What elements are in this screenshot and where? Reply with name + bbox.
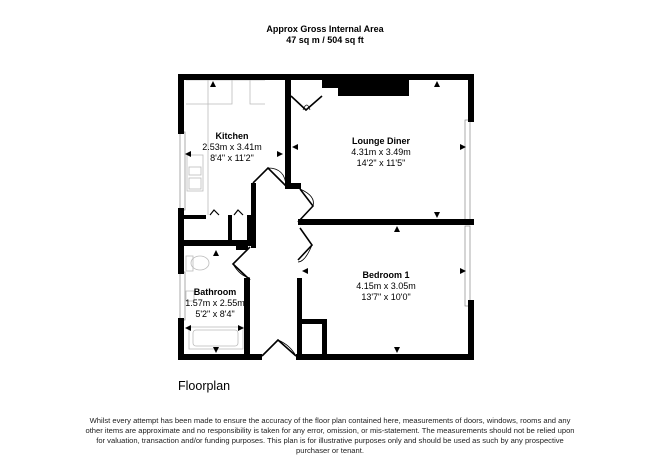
room-bedroom-1: Bedroom 1 4.15m x 3.05m 13'7" x 10'0" [356,270,416,303]
lounge-window [464,119,471,221]
kitchen-cupboard-doors [209,209,244,216]
doors [209,95,323,357]
floor-label: Floorplan [178,379,231,393]
bedroom-window [464,225,471,307]
room-imperial: 8'4" x 11'2" [210,153,254,163]
disclaimer-text: Whilst every attempt has been made to en… [85,416,575,455]
gross-area-heading: Approx Gross Internal Area 47 sq m / 504… [0,24,650,46]
room-name: Bathroom [193,287,237,297]
room-name: Kitchen [215,131,249,141]
room-metric: 4.15m x 3.05m [356,281,416,291]
walls [178,74,474,360]
room-imperial: 14'2" x 11'5" [356,158,406,168]
toilet-icon [185,255,194,272]
kitchen-window [179,131,186,211]
area-value: 47 sq m / 504 sq ft [286,35,364,45]
room-imperial: 5'2" x 8'4" [195,309,235,319]
room-name: Bedroom 1 [362,270,410,280]
room-imperial: 13'7" x 10'0" [361,292,411,302]
bedroom-door [297,227,314,261]
kitchen-door [252,166,287,187]
room-metric: 4.31m x 3.49m [351,147,411,157]
lounge-cupboard-door [290,95,323,112]
room-kitchen: Kitchen 2.53m x 3.41m 8'4" x 11'2" [202,131,262,164]
dimension-arrows [185,81,466,353]
room-metric: 1.57m x 2.55m [185,298,245,308]
sink-icon [186,154,204,192]
front-door [261,338,297,357]
room-metric: 2.53m x 3.41m [202,142,262,152]
lounge-door [297,188,315,223]
area-title: Approx Gross Internal Area [266,24,384,34]
room-name: Lounge Diner [352,136,410,146]
room-bathroom: Bathroom 1.57m x 2.55m 5'2" x 8'4" [185,287,245,320]
room-lounge-diner: Lounge Diner 4.31m x 3.49m 14'2" x 11'5" [351,136,411,169]
bathroom-door [231,246,251,281]
